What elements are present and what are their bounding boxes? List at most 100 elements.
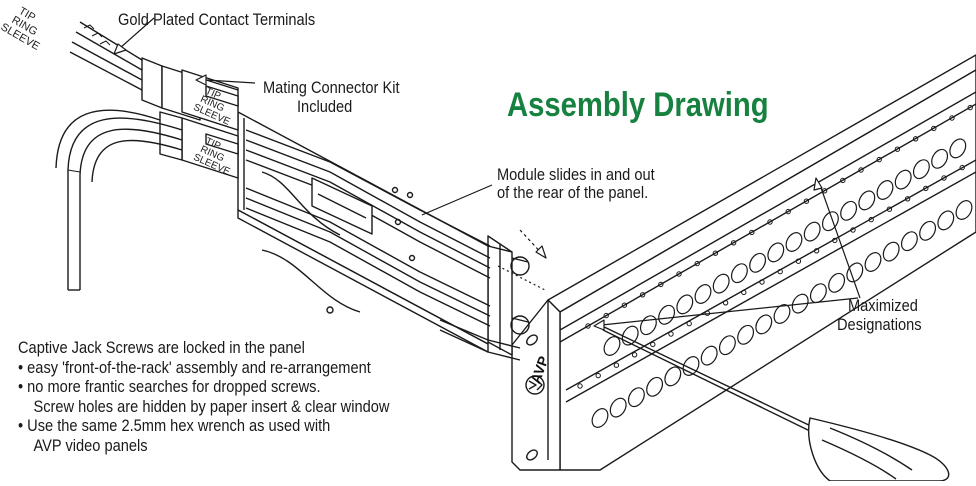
jack-opening <box>894 169 912 190</box>
designation-tab <box>730 240 737 246</box>
captive-heading: Captive Jack Screws are locked in the pa… <box>18 338 305 357</box>
designation-tab <box>912 136 919 142</box>
captive-screws-notes: Captive Jack Screws are locked in the pa… <box>18 338 389 455</box>
jack-opening <box>791 293 809 314</box>
jack-opening <box>694 284 712 304</box>
designation-tab <box>749 229 755 236</box>
jack-opening <box>658 304 676 325</box>
jack-opening <box>785 232 803 252</box>
jack-opening <box>912 159 930 180</box>
jack-opening <box>900 231 918 252</box>
designation-tab <box>595 372 601 379</box>
jack-opening <box>864 252 882 272</box>
designation-tab <box>613 362 620 368</box>
jack-opening <box>639 315 657 336</box>
designation-tab <box>813 248 820 254</box>
designation-tab <box>603 312 609 319</box>
jack-opening <box>627 387 645 408</box>
label-module-slides-line1: Module slides in and out <box>497 165 655 184</box>
patch-panel <box>511 54 976 471</box>
designation-tab <box>658 281 664 288</box>
jack-opening <box>730 263 748 284</box>
jack-opening <box>682 356 700 376</box>
designation-tab <box>795 258 802 264</box>
jack-opening <box>828 272 846 293</box>
designation-tab <box>631 352 638 358</box>
designation-tab <box>577 383 583 389</box>
designation-tab <box>639 292 646 298</box>
jack-opening <box>919 220 937 241</box>
designation-tab <box>894 146 901 152</box>
jack-opening <box>803 221 821 242</box>
designation-tab <box>803 198 810 204</box>
designation-tab <box>668 331 674 337</box>
captive-bullet-continuation: Screw holes are hidden by paper insert &… <box>33 396 390 416</box>
jack-opening <box>700 345 718 366</box>
jack-opening <box>767 242 785 263</box>
designation-tab <box>923 185 929 192</box>
jack-opening <box>882 241 900 262</box>
jack-opening <box>737 324 755 345</box>
captive-bullet-continuation: AVP video panels <box>33 435 148 455</box>
mating-connectors <box>55 21 239 291</box>
jack-opening <box>755 314 773 335</box>
jack-opening <box>821 211 839 232</box>
label-maximized-line2: Designations <box>837 315 922 334</box>
jack-opening <box>718 335 736 356</box>
jack-opening <box>876 180 894 200</box>
designation-tab <box>759 279 765 285</box>
jack-opening <box>937 210 955 231</box>
designation-tab <box>832 237 838 244</box>
designation-tab <box>858 167 864 173</box>
callout-leaders <box>113 17 861 331</box>
designation-tab <box>650 341 656 348</box>
jack-opening <box>931 148 949 169</box>
designation-tab <box>941 175 947 181</box>
designation-tab <box>967 104 973 111</box>
designation-tab <box>959 164 965 171</box>
jack-opening <box>646 376 664 397</box>
jack-opening <box>591 408 609 428</box>
designation-tab <box>868 216 874 223</box>
jack-opening <box>949 138 967 159</box>
jack-opening <box>846 262 864 283</box>
designation-tab <box>741 289 747 296</box>
designation-tab <box>850 227 856 233</box>
jack-opening <box>676 294 694 315</box>
jack-opening <box>955 200 973 220</box>
label-module-slides-line2: of the rear of the panel. <box>497 183 649 202</box>
designation-tab <box>621 302 628 308</box>
jack-opening <box>712 273 730 294</box>
designation-tab <box>694 260 700 267</box>
jack-opening <box>749 252 767 273</box>
designation-tab <box>585 323 591 329</box>
designation-tab <box>686 320 692 327</box>
label-mating-connector-line2: Included <box>297 97 353 116</box>
captive-bullet: • Use the same 2.5mm hex wrench as used … <box>18 416 331 435</box>
jack-opening <box>840 200 858 221</box>
designation-tab <box>767 219 773 225</box>
designation-tab <box>840 177 846 184</box>
designation-tab <box>785 208 791 215</box>
captive-bullet: • no more frantic searches for dropped s… <box>18 377 321 396</box>
label-maximized-line1: Maximized <box>848 296 918 315</box>
designation-tab <box>676 271 682 277</box>
label-mating-connector-line1: Mating Connector Kit <box>263 78 400 97</box>
label-gold-plated-terminals: Gold Plated Contact Terminals <box>118 10 316 29</box>
jack-opening <box>858 190 876 211</box>
designation-tab <box>777 268 783 275</box>
hex-wrench-screwdriver <box>599 324 950 482</box>
designation-tab <box>931 125 937 132</box>
jack-module <box>237 111 530 361</box>
designation-tab <box>722 300 729 306</box>
jack-opening <box>609 397 627 418</box>
designation-tab <box>886 206 893 212</box>
jack-opening <box>621 325 639 346</box>
designation-tab <box>712 250 719 256</box>
designation-tab <box>949 115 955 121</box>
captive-bullet: • easy 'front-of-the-rack' assembly and … <box>18 357 371 377</box>
jack-opening <box>809 283 827 304</box>
designation-tab <box>904 196 911 202</box>
